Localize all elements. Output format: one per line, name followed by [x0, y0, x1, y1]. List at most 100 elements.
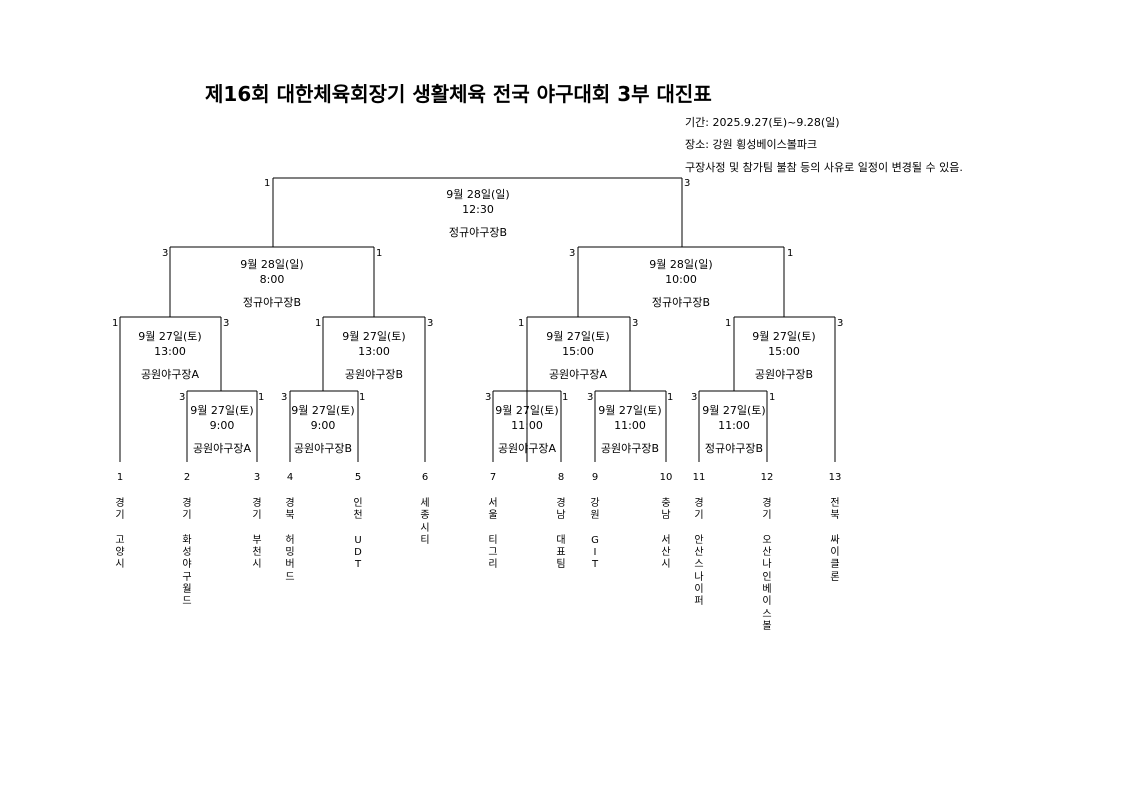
match-time: 13:00	[358, 345, 390, 358]
match-qf1: 9월 27일(토) 13:00 공원야구장A	[90, 329, 250, 382]
team-name-char: 이	[762, 596, 772, 608]
team-number: 12	[760, 472, 774, 483]
match-venue: 공원야구장B	[293, 442, 353, 455]
team-name-char: 경	[285, 498, 295, 509]
team-name-char: 성	[182, 547, 192, 559]
score-sf-left-right: 1	[376, 248, 383, 259]
team-name-char: U	[354, 534, 362, 546]
team-name-char: 기	[182, 510, 192, 522]
team-name-char: D	[354, 547, 362, 559]
team-name-char: 시	[420, 522, 430, 534]
team-number: 3	[253, 472, 261, 483]
match-time: 9:00	[310, 419, 336, 432]
team-name-char: 고	[115, 534, 125, 546]
team-name-char: 경	[182, 498, 192, 509]
team-name-char: 서	[488, 498, 498, 509]
team-name-char: 티	[488, 534, 498, 546]
team-name-char: 경	[556, 498, 566, 509]
score-r1b-right: 1	[359, 392, 366, 403]
team-number: 7	[489, 472, 497, 483]
team-number: 6	[421, 472, 429, 483]
team-name-char: 기	[252, 510, 262, 522]
match-time: 8:00	[259, 273, 285, 286]
team-name-char: 산	[661, 547, 671, 559]
team-name-char: 기	[115, 510, 125, 522]
match-r1d: 9월 27일(토) 11:00 공원야구장B	[550, 403, 710, 456]
team-name-char: 나	[762, 559, 772, 571]
team-number: 8	[557, 472, 565, 483]
match-date: 9월 28일(일)	[446, 188, 510, 201]
team-number: 2	[183, 472, 191, 483]
match-date: 9월 27일(토)	[752, 330, 816, 343]
match-date: 9월 27일(토)	[702, 404, 766, 417]
team-name-char: 종	[420, 510, 430, 522]
team-name-char: 시	[661, 559, 671, 571]
team-name-char: T	[591, 559, 599, 571]
match-qf2: 9월 27일(토) 13:00 공원야구장B	[294, 329, 454, 382]
match-venue: 정규야구장B	[242, 296, 302, 309]
team-name-char: 부	[252, 534, 262, 546]
team-name-char: 그	[488, 547, 498, 559]
notice-text: 구장사정 및 참가팀 불참 등의 사유로 일정이 변경될 수 있음.	[685, 161, 963, 174]
score-sf-left-left: 3	[162, 248, 169, 259]
match-sf-left: 9월 28일(일) 8:00 정규야구장B	[192, 257, 352, 310]
team-name-char: 전	[830, 498, 840, 509]
score-r1a-left: 3	[179, 392, 186, 403]
match-r1e: 9월 27일(토) 11:00 정규야구장B	[654, 403, 814, 456]
team-name-char: 버	[285, 559, 295, 571]
score-qf4-left: 1	[725, 318, 732, 329]
score-qf3-left: 1	[518, 318, 525, 329]
team-name-char	[585, 523, 605, 535]
team-name-char: 클	[830, 559, 840, 571]
match-venue: 공원야구장A	[548, 368, 608, 381]
team-name-char: 원	[590, 510, 600, 522]
team-name-char: 스	[694, 559, 704, 571]
team-name-char: 천	[252, 547, 262, 559]
team-name-char: 인	[762, 571, 772, 583]
team-name-char: G	[591, 534, 599, 546]
team-name-char	[757, 523, 777, 535]
match-time: 10:00	[665, 273, 697, 286]
match-sf-right: 9월 28일(일) 10:00 정규야구장B	[601, 257, 761, 310]
match-date: 9월 28일(일)	[649, 258, 713, 271]
team-name-char	[551, 523, 571, 535]
team-name-char: 남	[556, 510, 566, 522]
team-name-char: 경	[694, 498, 704, 509]
team-name-char: 서	[661, 534, 671, 546]
score-final-right: 3	[684, 178, 691, 189]
team-name-char: 북	[830, 510, 840, 522]
team-name-char: 대	[556, 534, 566, 546]
team-name-char: I	[593, 547, 597, 559]
team-name-char	[483, 523, 503, 535]
match-time: 9:00	[209, 419, 235, 432]
score-qf3-right: 3	[632, 318, 639, 329]
match-venue: 공원야구장B	[600, 442, 660, 455]
page-title: 제16회 대한체육회장기 생활체육 전국 야구대회 3부 대진표	[205, 82, 712, 106]
match-time: 15:00	[768, 345, 800, 358]
score-qf4-right: 3	[837, 318, 844, 329]
team-name-char: 싸	[830, 534, 840, 546]
score-r1c-left: 3	[485, 392, 492, 403]
team-name-char: 퍼	[694, 596, 704, 608]
score-r1c-right: 1	[562, 392, 569, 403]
match-time: 11:00	[614, 419, 646, 432]
match-venue: 공원야구장A	[497, 442, 557, 455]
match-venue: 공원야구장A	[140, 368, 200, 381]
team-name-char: T	[354, 559, 362, 571]
score-r1a-right: 1	[258, 392, 265, 403]
match-date: 9월 27일(토)	[598, 404, 662, 417]
team-name-char	[825, 523, 845, 535]
match-date: 9월 27일(토)	[495, 404, 559, 417]
match-time: 11:00	[511, 419, 543, 432]
venue-text: 장소: 강원 횡성베이스볼파크	[685, 138, 818, 151]
team-name-char: 기	[762, 510, 772, 522]
score-r1b-left: 3	[281, 392, 288, 403]
team-name-char: 나	[694, 571, 704, 583]
team-name-char: 세	[420, 498, 430, 509]
